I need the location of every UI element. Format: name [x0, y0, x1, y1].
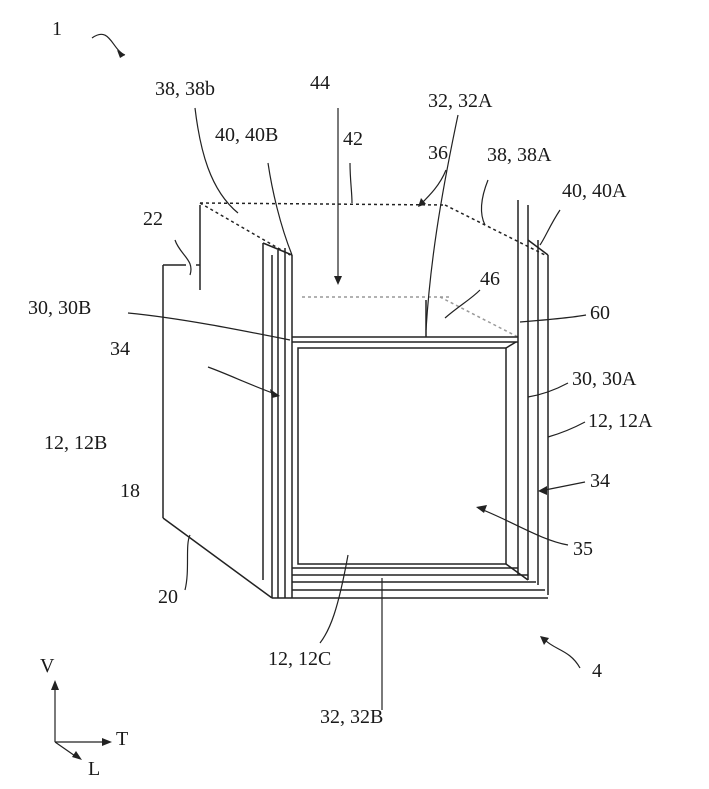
- leader-46: [445, 290, 480, 318]
- leader-40a: [540, 210, 560, 245]
- label-12-12c: 12, 12C: [268, 648, 331, 670]
- leader-35-arrow: [476, 505, 487, 513]
- label-46: 46: [480, 268, 500, 290]
- label-12-12b: 12, 12B: [44, 432, 107, 454]
- leader-4-arrow: [540, 636, 549, 645]
- label-60: 60: [590, 302, 610, 324]
- axis-label-t: T: [116, 728, 128, 750]
- label-36: 36: [428, 142, 448, 164]
- label-18: 18: [120, 480, 140, 502]
- top-beam: [292, 300, 518, 342]
- label-12-12a: 12, 12A: [588, 410, 652, 432]
- axis-v-arrow: [51, 680, 59, 690]
- left-side-wall: [163, 205, 272, 598]
- leader-34-left: [208, 367, 278, 395]
- label-30-30b: 30, 30B: [28, 297, 91, 319]
- label-42: 42: [343, 128, 363, 150]
- leader-35: [478, 508, 568, 545]
- door-opening: [298, 342, 528, 580]
- axis-label-v: V: [40, 655, 54, 677]
- label-32-32b: 32, 32B: [320, 706, 383, 728]
- leader-12a: [548, 422, 585, 437]
- axis-indicator: [51, 680, 112, 760]
- leader-38a: [482, 180, 488, 225]
- leader-30b: [128, 313, 290, 340]
- label-40-40b: 40, 40B: [215, 124, 278, 146]
- label-38-38a: 38, 38A: [487, 144, 551, 166]
- leader-42: [350, 163, 352, 203]
- axis-l-arrow: [72, 751, 82, 760]
- leader-60: [520, 315, 586, 322]
- leader-40b: [268, 163, 292, 255]
- axis-t-arrow: [102, 738, 112, 746]
- leader-4: [545, 640, 580, 668]
- bottom-sill: [272, 568, 548, 598]
- left-frame-post: [263, 243, 292, 598]
- leader-1: [92, 34, 125, 55]
- label-44: 44: [310, 72, 330, 94]
- right-frame-post: [518, 200, 548, 595]
- label-32-32a: 32, 32A: [428, 90, 492, 112]
- leader-22: [175, 240, 191, 275]
- leader-44-arrow: [334, 276, 342, 285]
- leader-34-right-arrow: [538, 486, 547, 495]
- label-35: 35: [573, 538, 593, 560]
- label-20: 20: [158, 586, 178, 608]
- label-4: 4: [592, 660, 602, 682]
- label-22: 22: [143, 208, 163, 230]
- leader-lines: [92, 34, 586, 710]
- label-38-38b: 38, 38b: [155, 78, 215, 100]
- axis-label-l: L: [88, 758, 100, 780]
- label-30-30a: 30, 30A: [572, 368, 636, 390]
- label-34-left: 34: [110, 338, 130, 360]
- label-1: 1: [52, 18, 62, 40]
- label-34-right: 34: [590, 470, 610, 492]
- label-40-40a: 40, 40A: [562, 180, 626, 202]
- leader-20: [185, 535, 190, 590]
